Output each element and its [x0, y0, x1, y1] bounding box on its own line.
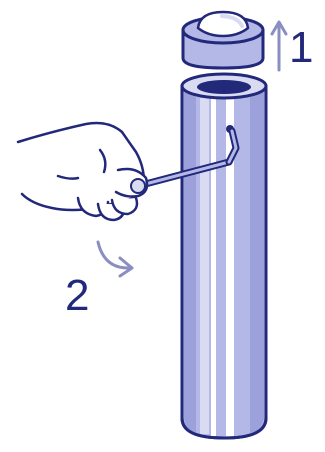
hand-thumb-tip — [131, 179, 145, 193]
tube-shade-right — [250, 92, 264, 434]
tube-icon — [182, 74, 266, 438]
tube-opening — [197, 80, 251, 94]
step-1-label: 1 — [289, 23, 313, 72]
tube-highlight-1 — [211, 98, 216, 436]
cap-icon — [183, 12, 263, 68]
curved-arrow-icon — [98, 242, 132, 276]
step-2-label: 2 — [65, 271, 89, 320]
up-arrow-icon — [272, 22, 286, 70]
tube-shade-left — [184, 92, 196, 434]
tube-light-stripe — [200, 98, 209, 434]
hand-icon — [18, 123, 147, 220]
